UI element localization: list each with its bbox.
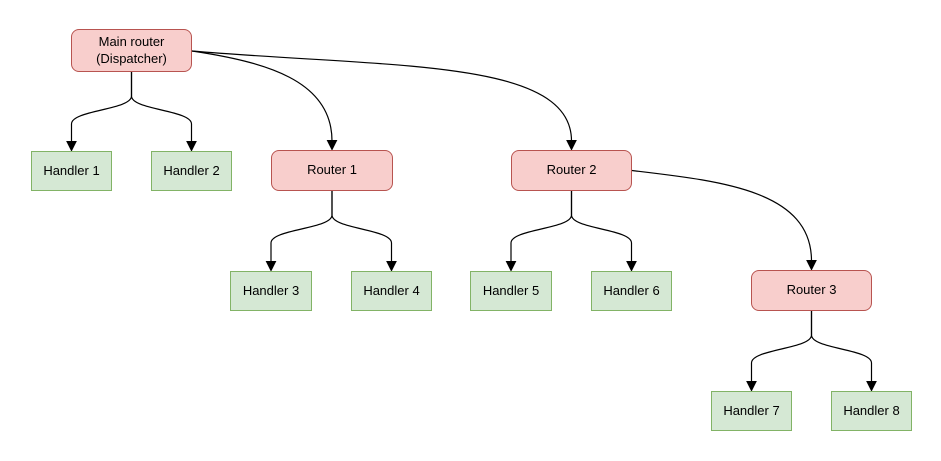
node-router-1: Router 1 [271,150,393,191]
edge-router-1-to-handler-4 [331,191,397,272]
edge-router-3-to-handler-7 [746,311,813,392]
edge-main-router-to-router-1 [191,50,338,151]
node-handler-4: Handler 4 [351,271,432,311]
node-main-router: Main router (Dispatcher) [71,29,192,72]
node-label: Handler 8 [843,402,900,418]
node-handler-5: Handler 5 [470,271,552,311]
node-handler-1: Handler 1 [31,151,112,191]
edge-main-router-to-router-2 [191,50,577,151]
node-label: Handler 2 [163,162,220,178]
node-label: Router 2 [546,162,597,178]
edge-router-2-to-handler-5 [505,191,573,272]
node-label: Handler 7 [723,402,780,418]
node-label: Main router (Dispatcher) [96,34,167,66]
node-label: Handler 5 [482,282,540,298]
node-label: Router 1 [307,162,357,178]
node-label: Router 3 [786,282,837,298]
edge-router-2-to-router-3 [631,169,817,271]
node-label: Handler 4 [363,282,420,298]
node-handler-6: Handler 6 [591,271,672,311]
edge-main-router-to-handler-1 [66,72,133,152]
edge-router-1-to-handler-3 [265,191,333,272]
node-router-2: Router 2 [511,150,632,191]
node-label: Handler 3 [242,282,300,298]
node-handler-3: Handler 3 [230,271,312,311]
node-label: Handler 1 [43,162,100,178]
node-handler-8: Handler 8 [831,391,912,431]
edge-main-router-to-handler-2 [130,72,197,152]
node-handler-7: Handler 7 [711,391,792,431]
edge-router-3-to-handler-8 [810,311,877,392]
node-label: Handler 6 [603,282,660,298]
node-handler-2: Handler 2 [151,151,232,191]
node-router-3: Router 3 [751,270,872,311]
edge-router-2-to-handler-6 [570,191,637,272]
